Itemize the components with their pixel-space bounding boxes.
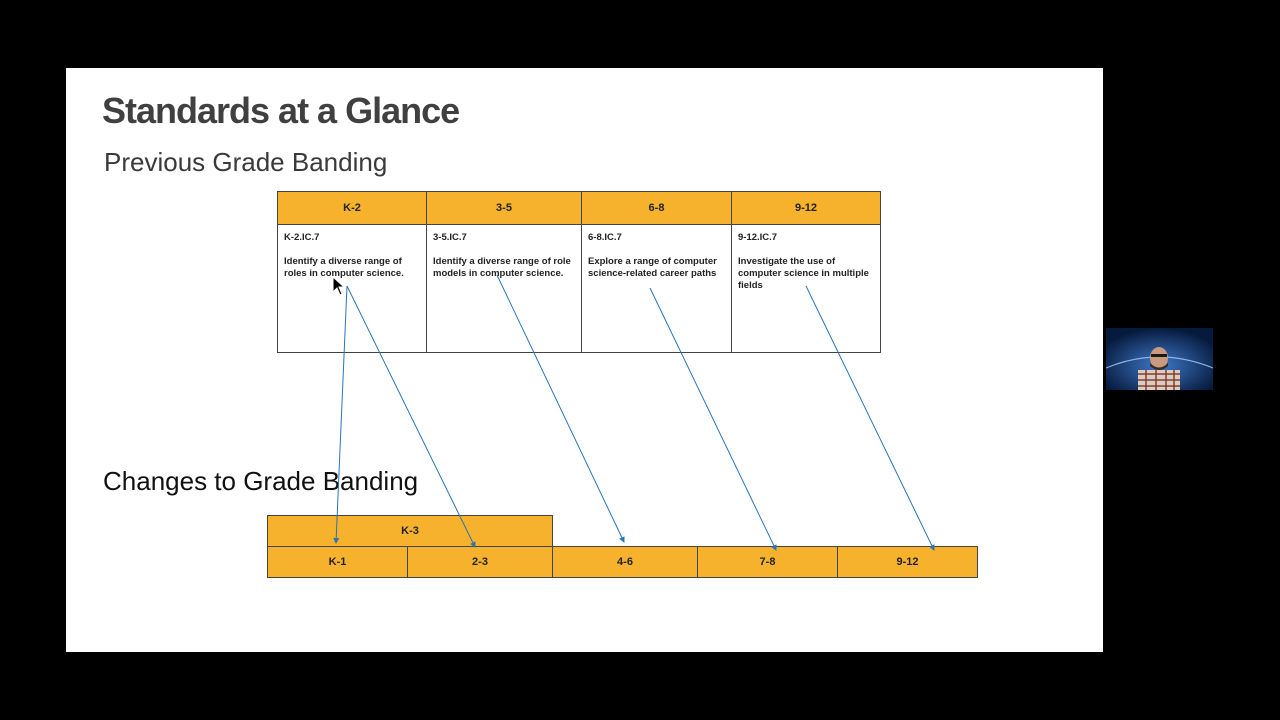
standard-code-6-8: 6-8.IC.7 [588,232,622,243]
new-band-k1: K-1 [267,546,408,578]
slide-subtitle: Previous Grade Banding [104,147,388,177]
band-header-3-5: 3-5 [427,192,581,225]
band-header-k2: K-2 [278,192,426,225]
new-band-9-12: 9-12 [837,546,978,578]
band-column-3-5: 3-5 3-5.IC.7 Identify a diverse range of… [427,192,582,352]
new-band-7-8: 7-8 [697,546,838,578]
band-header-6-8: 6-8 [582,192,731,225]
slide-title: Standards at a Glance [102,90,460,131]
new-band-4-6: 4-6 [552,546,698,578]
standard-description-k2: Identify a diverse range of roles in com… [284,256,404,279]
standard-description-6-8: Explore a range of computer science-rela… [588,256,717,279]
standard-code-9-12: 9-12.IC.7 [738,232,778,243]
previous-grade-banding-table: K-2 K-2.IC.7 Identify a diverse range of… [277,191,881,353]
standard-description-3-5: Identify a diverse range of role models … [433,256,571,279]
band-column-9-12: 9-12 9-12.IC.7 Investigate the use of co… [732,192,880,352]
band-column-k2: K-2 K-2.IC.7 Identify a diverse range of… [278,192,427,352]
band-column-6-8: 6-8 6-8.IC.7 Explore a range of computer… [582,192,732,352]
changes-section-title: Changes to Grade Banding [103,466,419,496]
new-band-k3: K-3 [267,515,553,547]
slide: Standards at a Glance Previous Grade Ban… [66,68,1103,652]
standard-description-9-12: Investigate the use of computer science … [738,256,869,291]
standard-code-3-5: 3-5.IC.7 [433,232,467,243]
band-header-9-12: 9-12 [732,192,880,225]
new-band-2-3: 2-3 [407,546,553,578]
standard-code-k2: K-2.IC.7 [284,232,320,243]
mouse-cursor-icon [332,276,346,296]
webcam-presenter-video [1106,328,1213,390]
